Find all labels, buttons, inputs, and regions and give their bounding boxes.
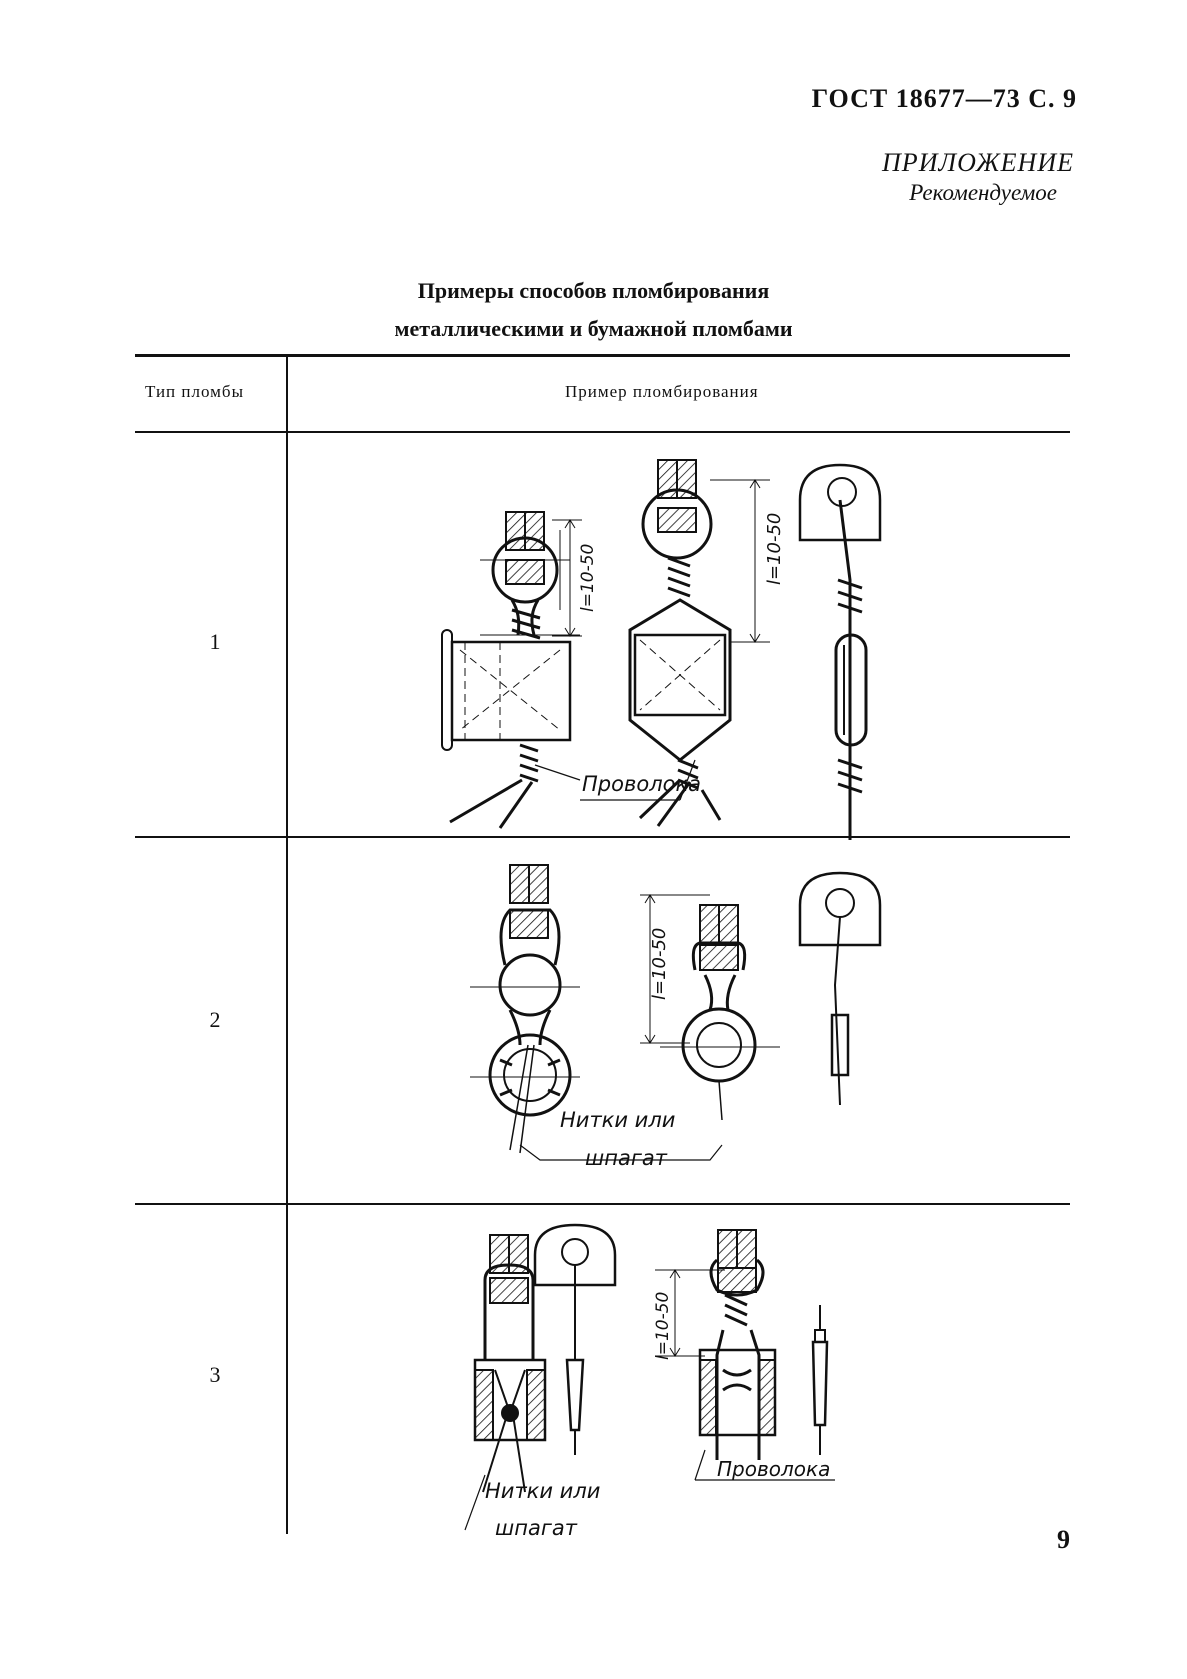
page-title-line-2: металлическими и бумажной пломбами [394, 316, 793, 341]
seal-type-1-wire-assembly-left [441, 511, 582, 829]
row-3-number: 3 [209, 1362, 221, 1387]
row-3-dimension-a: l=10-50 [653, 1292, 673, 1360]
row-2-number: 2 [209, 1007, 221, 1032]
table-header-rule [135, 431, 1070, 433]
seal-type-3-assembly-left [464, 1234, 547, 1531]
row-3-sealing-figure: Нитки или шпагат l=10-50 Проволока [464, 1223, 835, 1540]
doc-reference: ГОСТ 18677—73 С. 9 [811, 84, 1077, 113]
column-header-example: Пример пломбирования [565, 382, 759, 401]
table-top-rule [135, 354, 1070, 357]
page-title-line-1: Примеры способов пломбирования [417, 278, 770, 303]
seal-type-1-wire-assembly-middle [628, 459, 770, 827]
row-2-label-line-2: шпагат [585, 1146, 668, 1170]
row-divider-2 [135, 1203, 1070, 1205]
seal-type-2-lead-seal-right [798, 871, 882, 1106]
seal-type-2-assembly-middle [640, 894, 780, 1121]
row-1-number: 1 [209, 629, 221, 654]
row-divider-1 [135, 836, 1070, 838]
row-2-sealing-figure: Нитки или шпагат l=10-50 [470, 864, 882, 1170]
row-2-label-line-1: Нитки или [560, 1108, 675, 1132]
annex-subtitle: Рекомендуемое [909, 180, 1057, 205]
row-1-sealing-figure: l=10-50 Проволока l=10-50 [441, 459, 882, 840]
row-3-label-line-1: Нитки или [485, 1479, 600, 1503]
row-3-label-line-2: шпагат [495, 1516, 578, 1540]
seal-type-3-lead-seal-middle [533, 1223, 617, 1455]
row-3-wire-label: Проволока [717, 1457, 830, 1481]
seal-type-2-assembly-left [470, 864, 723, 1161]
seal-type-3-lead-seal-right [811, 1305, 829, 1455]
page-number: 9 [1057, 1525, 1070, 1554]
annex-title: ПРИЛОЖЕНИЕ [882, 148, 1074, 177]
column-header-type: Тип пломбы [145, 382, 244, 401]
seal-type-3-wire-assembly-right [655, 1229, 835, 1481]
row-1-dimension-a: l=10-50 [578, 544, 598, 612]
column-divider [286, 357, 288, 1534]
seal-type-1-lead-seal-right [798, 463, 882, 840]
row-2-dimension-a: l=10-50 [649, 928, 670, 1000]
row-1-dimension-b: l=10-50 [764, 513, 785, 585]
